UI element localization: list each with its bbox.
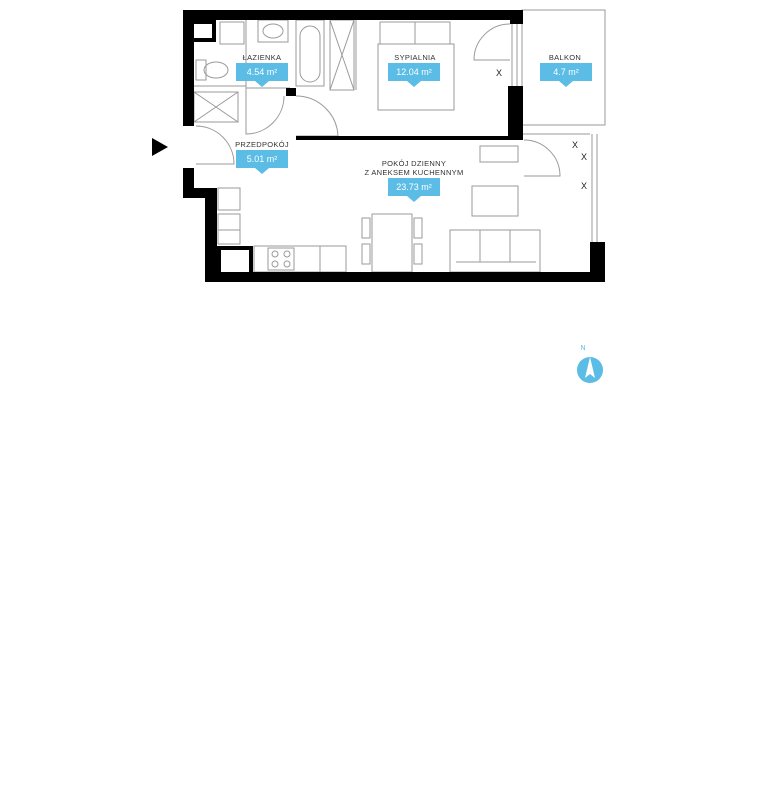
- washer: [219, 21, 245, 45]
- compass-label: N: [580, 345, 586, 352]
- room-label-pokoj-line2: Z ANEKSEM KUCHENNYM: [364, 168, 464, 177]
- area-badge-balkon: 4.7 m²: [540, 63, 592, 87]
- area-badge-lazienka: 4.54 m²: [236, 63, 288, 87]
- area-badge-przedpokoj: 5.01 m²: [236, 150, 288, 174]
- cooktop: [267, 247, 295, 271]
- room-label-przedpokoj: PRZEDPOKÓJ: [235, 140, 289, 149]
- sofa: [449, 229, 541, 273]
- compass-icon: [577, 357, 603, 383]
- area-badge-pokoj: 23.73 m²: [388, 178, 440, 202]
- room-label-sypialnia: SYPIALNIA: [394, 53, 436, 62]
- window-mark: X: [572, 140, 579, 150]
- room-label-pokoj-line1: POKÓJ DZIENNY: [381, 159, 447, 168]
- dining-table: [371, 213, 413, 273]
- area-badge-sypialnia: 12.04 m²: [388, 63, 440, 87]
- room-label-lazienka: ŁAZIENKA: [242, 53, 282, 62]
- room-label-balkon: BALKON: [548, 53, 582, 62]
- fridge: [217, 213, 241, 245]
- coffee-table: [471, 185, 519, 217]
- entrance-arrow-icon: [152, 138, 168, 156]
- sideboard: [479, 145, 519, 163]
- toilet: [195, 59, 207, 81]
- window-mark: X: [581, 181, 588, 191]
- window-mark: X: [496, 68, 503, 78]
- wall: [183, 10, 523, 20]
- window-mark: X: [581, 152, 588, 162]
- balcony-outline: [521, 9, 606, 126]
